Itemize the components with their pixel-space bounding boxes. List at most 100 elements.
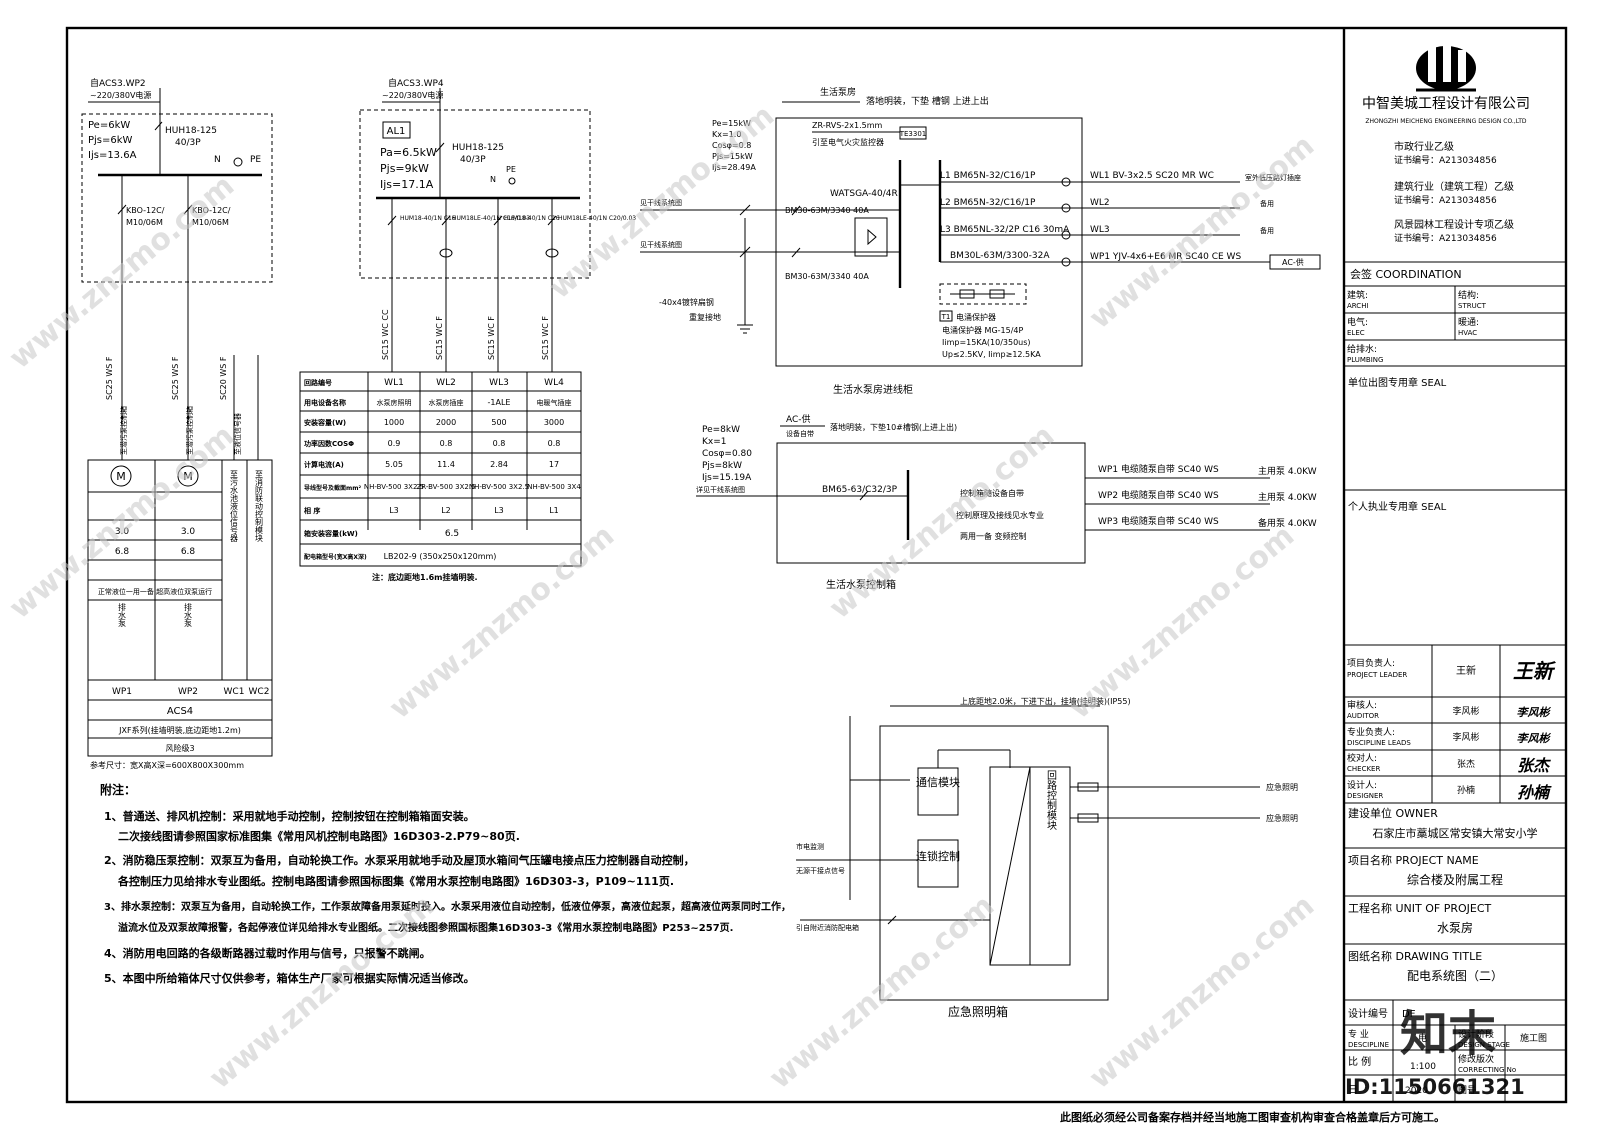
elec-label: 电气: <box>1347 316 1368 328</box>
unit-label: 工程名称 UNIT OF PROJECT <box>1348 901 1492 915</box>
al1-cos-2: 0.8 <box>440 439 453 448</box>
design-no-label: 设计编号 <box>1348 1007 1388 1020</box>
acs4-run-desc: 正常液位一用一备,超高液位双泵运行 <box>98 587 212 596</box>
watermark-10: www.znzmo.com <box>1083 888 1321 1096</box>
date-value: 2020 <box>1405 1086 1428 1096</box>
acs4-pe-label: PE <box>250 155 261 165</box>
al1-phase-4: L1 <box>549 506 559 515</box>
al1-circuit-2: WL2 <box>436 378 456 388</box>
role-label-en: DISCIPLINE LEADS <box>1347 739 1411 747</box>
struct-label-en: STRUCT <box>1458 302 1487 310</box>
note-3: 3、排水泵控制：双泵互为备用，自动轮换工作，工作泵故障备用泵延时投入。水泵采用液… <box>104 900 791 913</box>
acs4-cable-desc-2: 至潜污泵控制箱 <box>185 406 194 455</box>
control-calc: Pe=8kW Kx=1 Cosφ=0.80 Pjs=8kW Ijs=15.19A <box>702 425 752 483</box>
pump-2-label: 排水泵 <box>184 602 193 627</box>
acs4-circuit-wp2: WP2 <box>178 687 198 697</box>
company-name-en: ZHONGZHI MEICHENG ENGINEERING DESIGN CO.… <box>1365 118 1527 125</box>
acs4-series: JXF系列(挂墙明装,底边距地1.2m) <box>118 725 241 735</box>
al1-header-current: 计算电流(A) <box>304 460 344 469</box>
notes-title: 附注： <box>100 782 136 797</box>
watermark-6: www.znzmo.com <box>823 418 1061 626</box>
qual-3-cert: 证书编号：A213034856 <box>1394 232 1497 244</box>
role-checker: 校对人: CHECKER 张杰 张杰 <box>1347 752 1551 775</box>
stage-label: 设计阶段 <box>1458 1028 1494 1040</box>
al1-current-3: 2.84 <box>490 460 508 469</box>
footer-note: 此图纸必须经公司备案存档并经当地施工图审查机构审查合格盖章后方可施工。 <box>1060 1110 1445 1124</box>
emergency-install: 上底距地2.0米，下进下出，挂墙(挂明装)(IP55) <box>960 696 1131 706</box>
qual-2-cert: 证书编号：A213034856 <box>1394 194 1497 206</box>
stage-value: 施工图 <box>1520 1032 1547 1044</box>
acs4-breaker-poles: 40/3P <box>175 138 201 148</box>
cabinet-calc: Pe=15kW Kx=1.0 Cosφ=0.8 Pjs=15kW Ijs=28.… <box>712 119 756 172</box>
al1-n-label: N <box>490 175 496 184</box>
acs4-size: 参考尺寸：宽X高X深=600X800X300mm <box>90 760 244 770</box>
project-value: 综合楼及附属工程 <box>1407 872 1503 887</box>
signature: 李风彬 <box>1517 732 1552 745</box>
role-label-en: DESIGNER <box>1347 792 1383 800</box>
al1-header-wire: 导线型号及截面mm² <box>304 484 362 492</box>
acs4-pe: Pe=6kW <box>88 120 130 131</box>
al1-phase-2: L2 <box>441 506 451 515</box>
role-label-en: PROJECT LEADER <box>1347 671 1407 679</box>
al1-cos-1: 0.9 <box>388 439 401 448</box>
acs4-kbo1: KBO-12C/ <box>126 206 165 215</box>
revision-label-en: CORRECTING No <box>1458 1066 1516 1074</box>
struct-label: 结构: <box>1458 289 1479 301</box>
al1-enclosure <box>359 109 591 279</box>
spd-up: Up≤2.5KV, Iimp≥12.5KA <box>942 350 1041 359</box>
control-desc-1: 控制箱随设备自带 <box>960 488 1024 498</box>
water-pump-cabinet: 生活泵房 落地明装，下垫 槽钢 上进上出 Pe=15kW Kx=1.0 Cosφ… <box>640 86 1321 396</box>
hvac-label: 暖通: <box>1458 316 1479 328</box>
qual-1-cert: 证书编号：A213034856 <box>1394 154 1497 166</box>
al1-load-1: 水泵房照明 <box>377 398 412 407</box>
role-name: 张杰 <box>1457 758 1475 770</box>
cabinet-fire-monitor: 引至电气火灾监控器 <box>812 137 884 147</box>
al1-cable-3: SC15 WC F <box>487 316 496 360</box>
cabinet-outgoing: L1 BM65N-32/C16/1P L2 BM65N-32/C16/1P L3… <box>940 171 1321 270</box>
signature: 孙楠 <box>1517 783 1552 802</box>
cabinet-in2: 见干线系统图 <box>640 240 682 249</box>
cabinet-wl3: WL3 <box>1090 225 1110 235</box>
al1-breaker: HUH18-125 <box>452 143 504 153</box>
al1-cable-1: SC15 WC CC <box>381 309 390 360</box>
qual-1-title: 市政行业乙级 <box>1394 140 1454 153</box>
al1-header-power: 安装容量(W) <box>304 418 346 427</box>
al1-load-2: 水泵房插座 <box>429 398 464 407</box>
watermark-3: www.znzmo.com <box>1083 128 1321 336</box>
notes: 附注： 1、普通送、排风机控制：采用就地手动控制，控制按钮在控制箱箱面安装。 二… <box>100 782 791 985</box>
earth-strip: -40x4镀锌扁钢 <box>659 297 714 307</box>
al1-branches: HUM18-40/1N C16 HUM18LE-40/1N C16/0.03 H… <box>381 198 636 372</box>
al1-load-4: 电暖气插座 <box>537 398 572 407</box>
al1-cos-3: 0.8 <box>493 439 506 448</box>
acs4-current-1: 6.8 <box>115 547 130 557</box>
al1-total: 6.5 <box>445 529 459 539</box>
plumbing-label-en: PLUMBING <box>1347 356 1383 364</box>
emergency-feed: 引自附近消防配电箱 <box>796 923 859 932</box>
note-5: 5、本图中所给箱体尺寸仅供参考，箱体生产厂家可根据实际情况适当修改。 <box>104 971 475 985</box>
acs4-cable-desc-1: 至潜污泵控制箱 <box>119 406 128 455</box>
emergency-out-1: 应急照明 <box>1266 782 1298 792</box>
emergency-ctrl: 回路控制模块 <box>1045 770 1057 831</box>
qual-3-title: 风景园林工程设计专项乙级 <box>1394 218 1514 231</box>
control-desc-2: 控制原理及接线见水专业 <box>956 510 1044 520</box>
al1-wire-2: ZR-BV-500 3X2.5 <box>416 483 475 491</box>
cabinet-in1: 见干线系统图 <box>640 198 682 207</box>
acs4-ijs: Ijs=13.6A <box>88 150 137 161</box>
acs4-n-label: N <box>214 155 221 165</box>
signature: 张杰 <box>1517 756 1551 775</box>
al1-wire-4: NH-BV-500 3X4 <box>527 483 581 491</box>
al1-header-box: 配电箱型号(宽X高X深) <box>304 553 367 561</box>
motor-2-symbol: M <box>183 470 193 483</box>
note-1: 1、普通送、排风机控制：采用就地手动控制，控制按钮在控制箱箱面安装。 <box>104 809 475 823</box>
acs4-table <box>87 459 273 757</box>
role-label-en: AUDITOR <box>1347 712 1379 720</box>
cabinet-pe: Pe=15kW <box>712 119 751 128</box>
control-src2: 设备自带 <box>786 429 814 438</box>
acs4-enclosure <box>81 113 273 283</box>
panel-acs4: 自ACS3.WP2 ~220/380V电源 Pe=6kW Pjs=6kW Ijs… <box>81 77 273 770</box>
role-label: 设计人: <box>1347 779 1377 791</box>
stage-label-en: DESIGN STAGE <box>1458 1041 1510 1049</box>
control-pjs: Pjs=8kW <box>702 461 742 471</box>
cabinet-wl2: WL2 <box>1090 198 1110 208</box>
role-name: 孙楠 <box>1457 784 1475 796</box>
